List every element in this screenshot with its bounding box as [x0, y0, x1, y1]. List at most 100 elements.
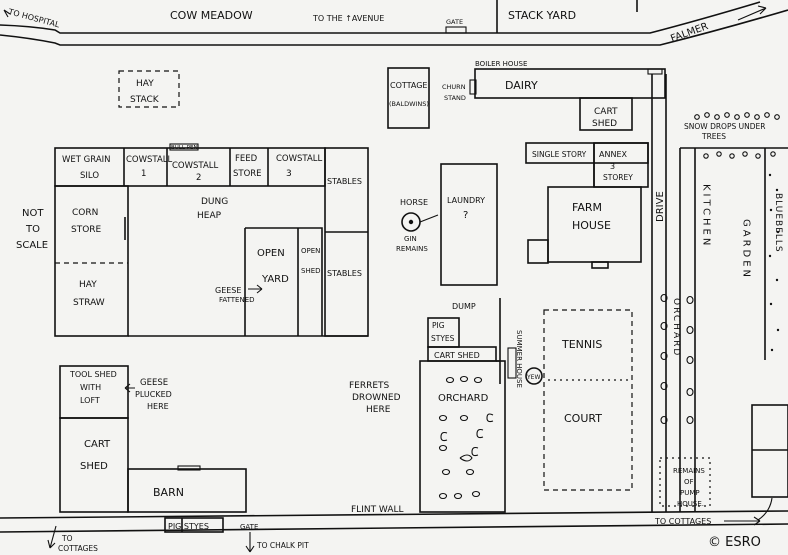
- label-hay-straw-1: HAY: [79, 280, 97, 290]
- cottage-building: [387, 67, 430, 129]
- copyright-label: © ESRO: [708, 535, 761, 550]
- cart-shed-low: [59, 417, 129, 513]
- label-dung-1: DUNG: [201, 197, 228, 207]
- label-cart-shed-top-1: CART: [594, 107, 618, 117]
- orchard-right-trees: [660, 293, 694, 425]
- label-baldwins: (BALDWINS): [389, 100, 429, 108]
- label-open-shed-2: SHED: [301, 267, 321, 275]
- label-flint-wall: FLINT WALL: [351, 505, 404, 515]
- label-feed-1: FEED: [235, 154, 258, 164]
- label-not: NOT: [22, 208, 44, 219]
- label-garden: GARDEN: [741, 219, 752, 280]
- label-hay-stack-2: STACK: [130, 95, 160, 105]
- label-open-yard-1: OPEN: [257, 248, 285, 259]
- label-geese-plucked-3: HERE: [147, 402, 169, 411]
- pig-styes-low: [164, 517, 224, 533]
- label-to-chalk-pit: TO CHALK PIT: [256, 541, 309, 550]
- label-cow-meadow: COW MEADOW: [170, 9, 253, 22]
- summer-house-marker: [507, 347, 517, 379]
- label-pig-styes-1: PIG: [432, 321, 445, 330]
- label-wet-grain-2: SILO: [80, 171, 99, 181]
- label-tool-shed-2: WITH: [80, 383, 101, 392]
- label-tool-shed-3: LOFT: [80, 396, 100, 405]
- label-laundry-1: LAUNDRY: [447, 196, 485, 205]
- label-court: COURT: [564, 412, 602, 425]
- label-cart-shed-low-1: CART: [84, 439, 111, 450]
- farm-house-step: [591, 261, 609, 269]
- label-open-yard-2: YARD: [261, 274, 289, 285]
- road-curve-arrow: [757, 497, 773, 521]
- cart-shed-top: [579, 97, 633, 131]
- label-open-shed-1: OPEN: [301, 247, 320, 255]
- label-cart-shed-low-2: SHED: [80, 461, 108, 472]
- barn: [127, 468, 247, 513]
- falmer-arrow-icon: [737, 5, 767, 21]
- cottages-right-arrow-icon: [724, 516, 761, 526]
- label-dump: DUMP: [452, 302, 476, 311]
- pump-house-remains: [659, 457, 711, 507]
- label-pig-styes-2: STYES: [431, 334, 455, 343]
- label-barn: BARN: [153, 486, 184, 499]
- label-pig-styes-low: PIG STYES: [168, 522, 209, 531]
- label-orchard-right: ORCHARD: [671, 298, 681, 357]
- garden-trees: [703, 151, 776, 159]
- label-pump-1: REMAINS: [673, 467, 705, 475]
- label-geese-plucked-1: GEESE: [140, 378, 168, 388]
- orchard-middle: [419, 360, 506, 513]
- label-cottage: COTTAGE: [390, 81, 427, 90]
- label-cowstall-2b: 2: [196, 173, 201, 183]
- label-corn-1: CORN: [72, 208, 98, 218]
- label-dung-2: HEAP: [197, 211, 222, 221]
- label-pump-3: PUMP: [680, 489, 700, 497]
- label-cowstall-2a: COWSTALL: [172, 161, 219, 171]
- label-laundry-2: ?: [463, 210, 468, 221]
- label-tool-shed-1: TOOL SHED: [69, 370, 117, 379]
- label-hay-stack-1: HAY: [136, 79, 154, 89]
- label-stack-yard: STACK YARD: [508, 9, 576, 22]
- hospital-arrow-icon: [3, 9, 11, 18]
- label-bull-pen: BULL PEN: [171, 145, 198, 151]
- snowdrop-trees: [694, 112, 780, 120]
- label-geese-fattened-2: FATTENED: [219, 296, 255, 304]
- label-geese-fattened-1: GEESE: [215, 286, 241, 295]
- laundry-building: [440, 163, 498, 286]
- label-hay-straw-2: STRAW: [73, 298, 105, 308]
- label-to-cottages-left-2: COTTAGES: [58, 544, 98, 553]
- label-annex-2: 3: [610, 162, 615, 171]
- bottom-road: [0, 510, 788, 533]
- label-drive: DRIVE: [655, 191, 666, 222]
- label-cowstall-3a: COWSTALL: [276, 154, 323, 164]
- label-feed-2: STORE: [233, 169, 262, 179]
- label-bluebells: BLUEBELLS: [773, 193, 783, 253]
- chalk-pit-arrow-icon: [245, 532, 255, 553]
- label-tennis: TENNIS: [561, 338, 602, 351]
- label-wet-grain-1: WET GRAIN: [62, 155, 111, 165]
- label-geese-plucked-2: PLUCKED: [135, 390, 172, 399]
- garden-building-right: [751, 404, 788, 498]
- label-orchard-mid: ORCHARD: [438, 393, 489, 404]
- label-ferrets-1: FERRETS: [349, 381, 390, 391]
- label-churn-stand-1: CHURN: [442, 83, 466, 91]
- label-to-cottages-left-1: TO: [61, 534, 73, 543]
- label-summer-house: SUMMER HOUSE: [515, 330, 523, 388]
- label-stables-2: STABLES: [327, 269, 362, 278]
- label-annex-3: STOREY: [603, 173, 633, 182]
- bull-pen-marker: [169, 143, 199, 151]
- dairy-wall-marker: [647, 68, 663, 75]
- label-annex-1: ANNEX: [599, 150, 627, 159]
- label-horse: HORSE: [400, 198, 428, 207]
- label-to: TO: [25, 224, 40, 235]
- label-dairy: DAIRY: [505, 79, 538, 92]
- label-cowstall-1b: 1: [141, 169, 146, 179]
- label-cart-shed-mid: CART SHED: [434, 351, 480, 360]
- top-road: [0, 0, 788, 46]
- label-single-story: SINGLE STORY: [532, 150, 587, 159]
- label-to-cottages-right: TO COTTAGES: [654, 517, 711, 526]
- geese-fattened-arrow-icon: [248, 284, 263, 294]
- label-churn-stand-2: STAND: [444, 94, 466, 102]
- dairy-building: [474, 68, 666, 99]
- hay-stack-outline: [118, 70, 180, 108]
- label-kitchen: KITCHEN: [701, 184, 712, 248]
- orchard-mid-trees: [438, 375, 494, 500]
